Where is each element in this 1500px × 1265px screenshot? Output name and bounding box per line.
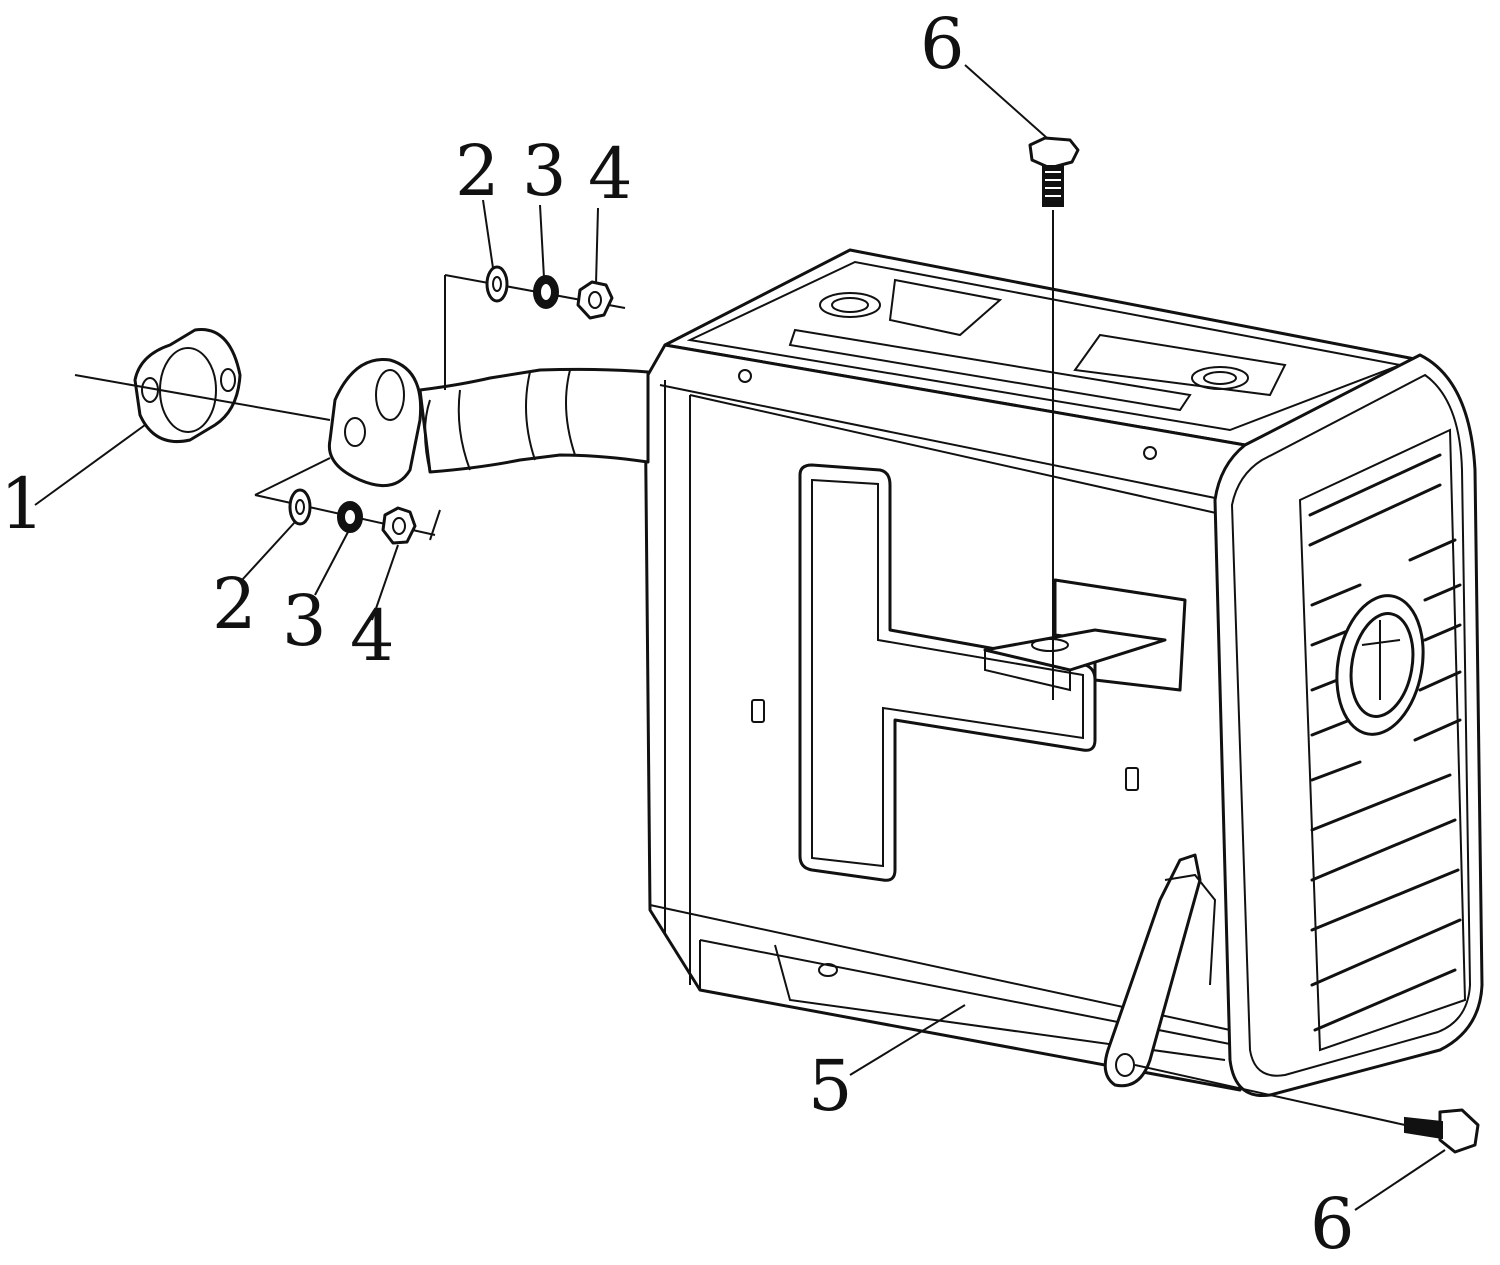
louver-slots [1308,453,1462,1032]
callout-4-upper: 4 [588,133,633,215]
callout-labels: 1 2 3 4 2 3 4 5 6 6 [0,3,1355,1265]
fastener-set-upper [444,265,626,390]
muffler-end-cap [1213,353,1484,1098]
flat-washer-lower [288,488,312,526]
callout-4-lower: 4 [350,595,395,677]
callout-2-upper: 2 [455,130,500,212]
bottom-bracket [1103,853,1217,1088]
callout-3-lower: 3 [282,580,327,662]
hex-nut-lower [381,506,417,545]
callout-3-upper: 3 [522,130,567,212]
hex-nut-upper [576,280,614,320]
bolt-bottom [1134,1064,1480,1154]
fastener-set-lower [254,457,436,545]
gasket [133,328,242,444]
callout-6-bottom: 6 [1310,1183,1355,1260]
muffler-body [643,248,1422,1092]
callout-2-lower: 2 [212,563,257,645]
exhaust-pipe [327,358,650,488]
bolt-top [1028,136,1080,700]
flat-washer-upper [485,265,509,303]
tailpipe-outlet [1335,594,1425,736]
callout-1: 1 [0,463,45,545]
callout-6-top: 6 [920,3,965,85]
callout-5: 5 [808,1045,853,1127]
